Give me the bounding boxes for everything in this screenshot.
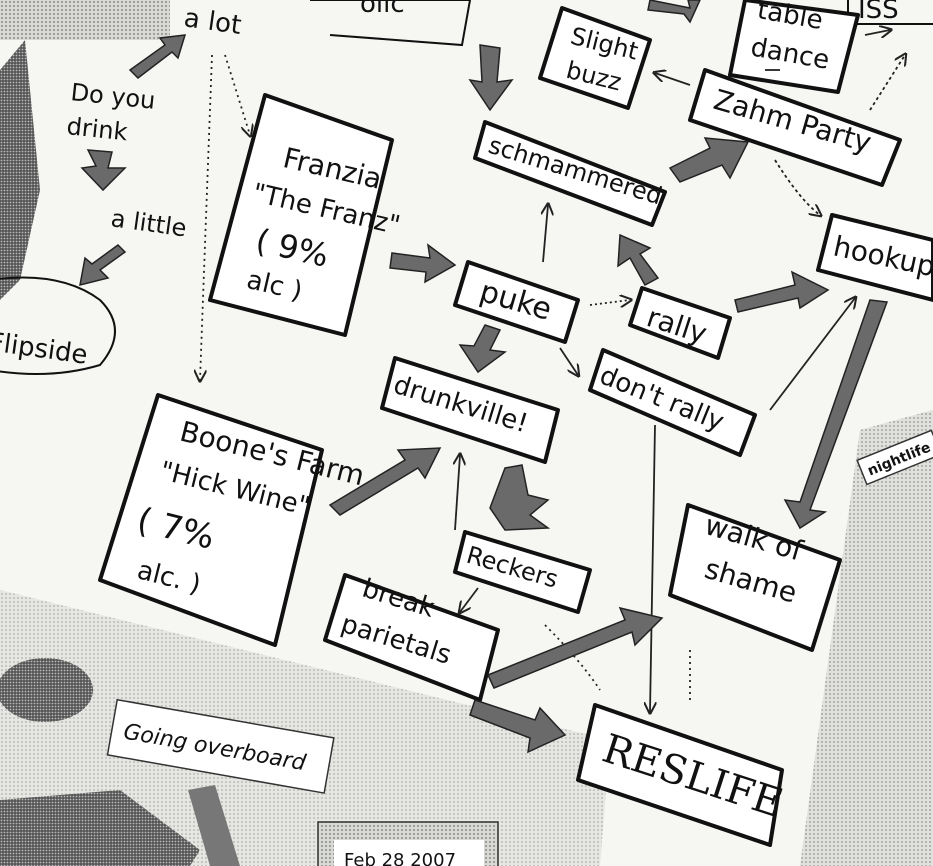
arrow-dont-rally-to-reslife xyxy=(650,425,655,712)
arrow-puke-to-dont-rally xyxy=(560,348,578,375)
arrow-table-dance-to-right xyxy=(865,30,890,35)
line-alot-to-franzia xyxy=(225,55,250,135)
arrow-top-partial xyxy=(648,0,700,22)
partial-right-text: ISS xyxy=(858,0,899,25)
arrow-zahm-to-slight-buzz xyxy=(655,73,690,85)
arrow-puke-to-rally xyxy=(590,300,630,305)
arrow-to-a-lot xyxy=(130,35,185,78)
arrow-reckers-to-drunkville xyxy=(455,455,460,530)
lips-print-image xyxy=(0,658,93,722)
arrow-to-flipside xyxy=(80,245,125,285)
arrow-rally-to-schmammered xyxy=(618,235,658,285)
arrow-drink-down xyxy=(82,150,125,190)
label-a-little: a little xyxy=(109,204,188,242)
line-alot-to-boones xyxy=(200,55,212,380)
label-drink: drink xyxy=(65,112,129,146)
dark-strip-left xyxy=(0,40,40,300)
halftone-corner-top-left xyxy=(0,0,170,40)
arrow-top-to-schmammered xyxy=(470,45,512,110)
label-do-you: Do you xyxy=(69,78,156,115)
label-flipside: Flipside xyxy=(0,327,89,371)
arrow-franzia-to-puke xyxy=(390,245,455,282)
arrow-puke-to-drunkville xyxy=(460,325,505,372)
partial-top-text: olic xyxy=(360,0,405,19)
arrow-break-parietals-to-walk-of-shame xyxy=(488,608,662,688)
label-a-lot: a lot xyxy=(182,3,243,41)
arrow-reckers-to-break-parietals xyxy=(460,588,478,612)
date-label: Feb 28 2007 xyxy=(344,850,456,866)
arrow-zahm-to-hookup xyxy=(775,160,820,215)
arrow-zahm-to-top-right xyxy=(870,55,905,110)
arrow-rally-to-hookup xyxy=(735,272,828,312)
arrow-drunkville-to-reckers xyxy=(490,465,548,530)
arrow-puke-to-schmammered xyxy=(543,205,548,262)
arrow-zahm-to-schmammered xyxy=(670,138,748,182)
